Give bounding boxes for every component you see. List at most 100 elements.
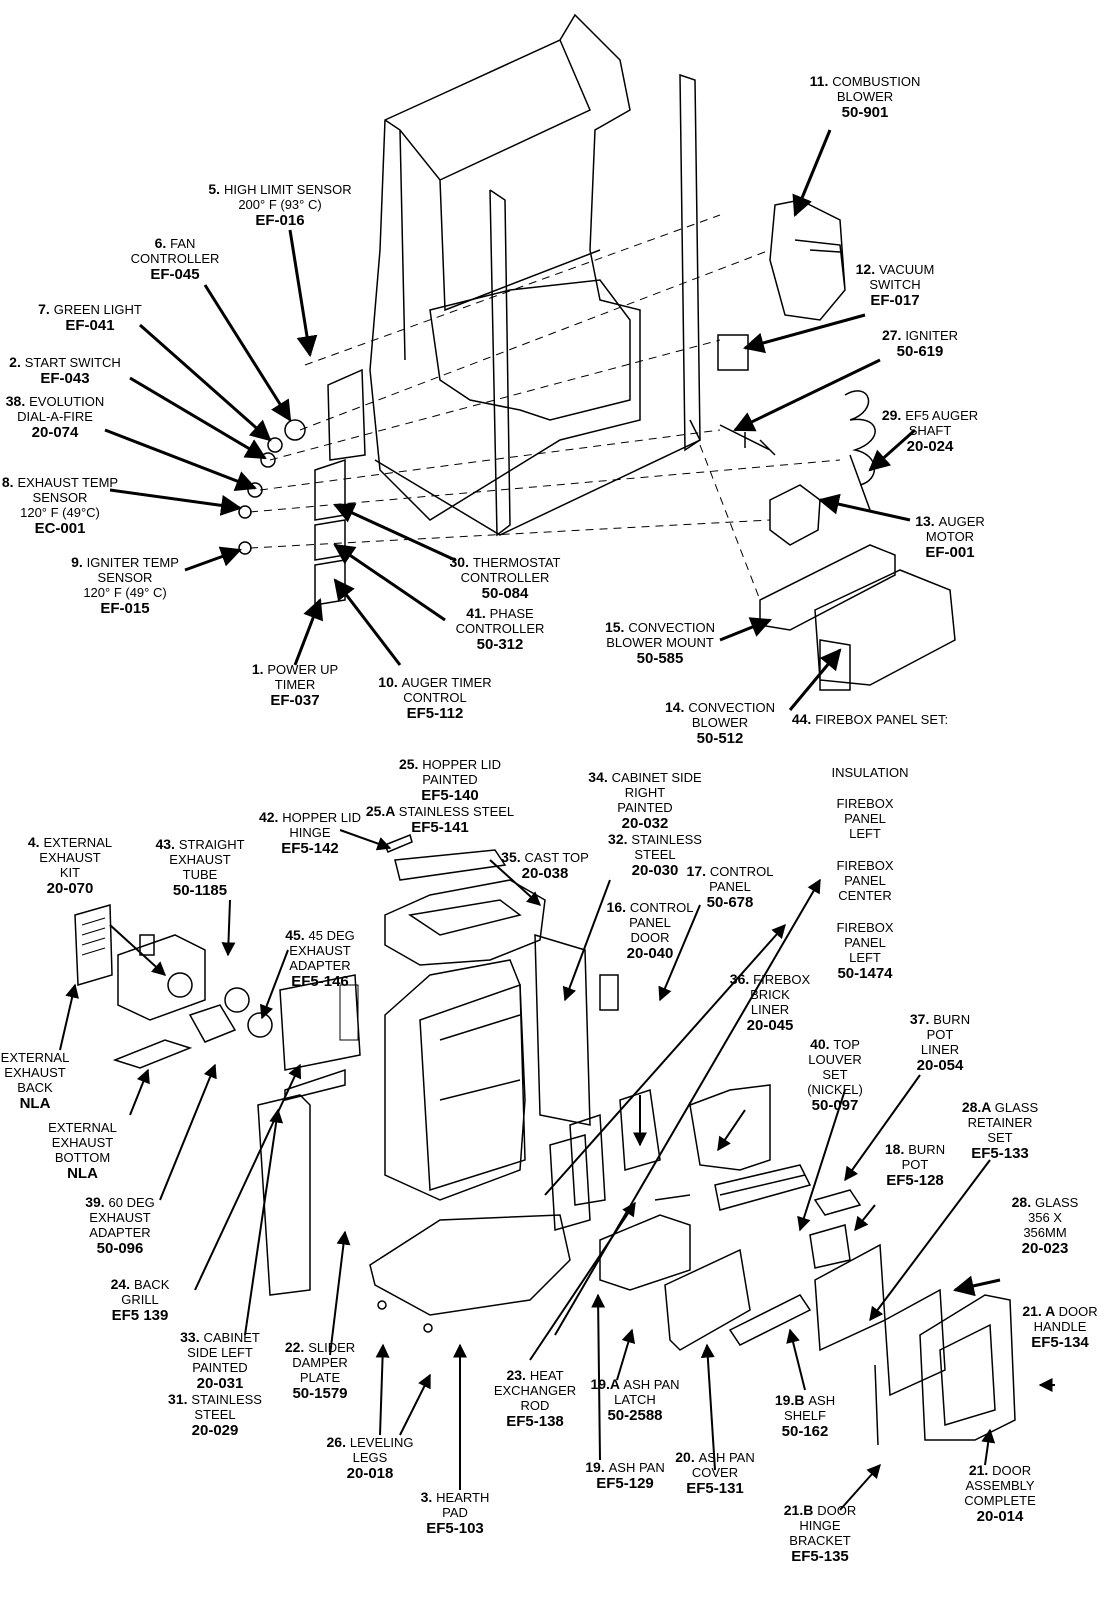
- part-code: 20-030: [631, 862, 679, 879]
- part-label-text: 8. EXHAUST TEMP: [1, 474, 119, 491]
- external-exhaust-box-shape: [117, 934, 206, 1021]
- part-label-text: BLOWER: [836, 89, 894, 104]
- part-label-text: HANDLE: [1033, 1319, 1087, 1334]
- auger-motor-shape: [769, 484, 821, 546]
- part-code: EF-037: [270, 692, 320, 709]
- external-exhaust-back-shape: [74, 904, 113, 986]
- part-label-text: 27. IGNITER: [881, 327, 959, 344]
- part-number: 21. A: [1022, 1303, 1059, 1319]
- part-label-text: 44. FIREBOX PANEL SET:: [791, 711, 949, 728]
- part-number: 40.: [810, 1036, 834, 1052]
- part-number: 9.: [71, 554, 87, 570]
- firebox-opening: [429, 279, 631, 421]
- part-label-text: 24. BACK: [110, 1276, 170, 1293]
- part-label-text: 13. AUGER: [915, 513, 985, 530]
- part-number: 20.: [675, 1449, 699, 1465]
- ash-pan-cover-shape: [664, 1248, 751, 1351]
- part-number: 17.: [686, 863, 710, 879]
- cast-top-shape: [384, 879, 546, 966]
- part-code: EC-001: [34, 520, 86, 537]
- part-label-text: HINGE: [289, 825, 331, 840]
- part-number: 24.: [110, 1276, 134, 1292]
- part-label-text: 18. BURN: [884, 1141, 946, 1158]
- part-code: 20-031: [196, 1375, 244, 1392]
- control-bracket-shape: [327, 368, 366, 461]
- hopper-lid-shape: [394, 849, 507, 881]
- part-code: 50-2588: [607, 1407, 663, 1424]
- part-number: 8.: [1, 474, 18, 490]
- door-assembly-shape: [919, 1294, 1016, 1441]
- part-label-44: 44. FIREBOX PANEL SET:: [785, 711, 955, 728]
- part-label-text: 21.B DOOR: [783, 1502, 857, 1519]
- part-label-text: EXHAUST: [169, 852, 231, 867]
- part-label-text: ASSEMBLY: [965, 1478, 1035, 1493]
- part-label-text: 15. CONVECTION: [604, 619, 716, 636]
- part-label-text: CONTROLLER: [130, 251, 220, 266]
- part-number: 41.: [466, 605, 490, 621]
- part-number: 7.: [38, 301, 54, 317]
- part-label-text: PAD: [442, 1505, 468, 1520]
- convection-blower-mount-shape: [759, 544, 896, 631]
- firebox-set-insulation: INSULATION: [831, 765, 909, 780]
- part-number: 44.: [791, 711, 816, 727]
- part-label-text: 29. EF5 AUGER: [881, 407, 979, 424]
- door-hinge-bracket-shape: [874, 1364, 879, 1446]
- part-code: 20-038: [521, 865, 569, 882]
- part-code: 20-029: [191, 1422, 239, 1439]
- brick-liner-shape: [689, 1084, 771, 1171]
- part-number: 6.: [154, 235, 171, 251]
- part-code: EF5-142: [281, 840, 339, 857]
- external-exhaust-bottom-shape: [112, 1039, 193, 1069]
- part-label-text: HINGE: [799, 1518, 841, 1533]
- part-code: EF-001: [925, 544, 975, 561]
- part-label-text: 40. TOP: [810, 1036, 860, 1053]
- part-label-text: 21. A DOOR: [1022, 1303, 1098, 1320]
- part-number: 34.: [588, 769, 612, 785]
- glass-shape: [884, 1288, 946, 1397]
- part-label-text: 19.B ASH: [774, 1392, 836, 1409]
- slider-damper-shape: [284, 1068, 346, 1101]
- part-label-text: 37. BURN: [909, 1011, 971, 1028]
- hopper-hinge-shape: [384, 833, 413, 853]
- part-label-text: 26. LEVELING: [326, 1434, 414, 1451]
- part-label-text: 25.A STAINLESS STEEL: [365, 803, 515, 820]
- part-code: EF5-133: [971, 1145, 1029, 1162]
- part-code: 50-678: [706, 894, 754, 911]
- stove-frame-right-post: [679, 73, 701, 452]
- burn-pot-shape: [809, 1224, 851, 1269]
- part-label-text: KIT: [59, 865, 81, 880]
- part-label-text: 34. CABINET SIDE: [588, 769, 702, 786]
- control-panel-shape: [599, 974, 619, 1011]
- vacuum-switch-shape: [717, 334, 749, 371]
- part-label-text: SENSOR: [32, 490, 88, 505]
- part-number: 2.: [9, 354, 25, 370]
- part-label-text: COMPLETE: [964, 1493, 1036, 1508]
- part-number: 21.B: [783, 1502, 818, 1518]
- part-label-text: ADAPTER: [289, 958, 351, 973]
- part-label-text: LOUVER: [808, 1052, 862, 1067]
- part-code: EF5-134: [1031, 1334, 1089, 1351]
- part-code: EF-015: [100, 600, 150, 617]
